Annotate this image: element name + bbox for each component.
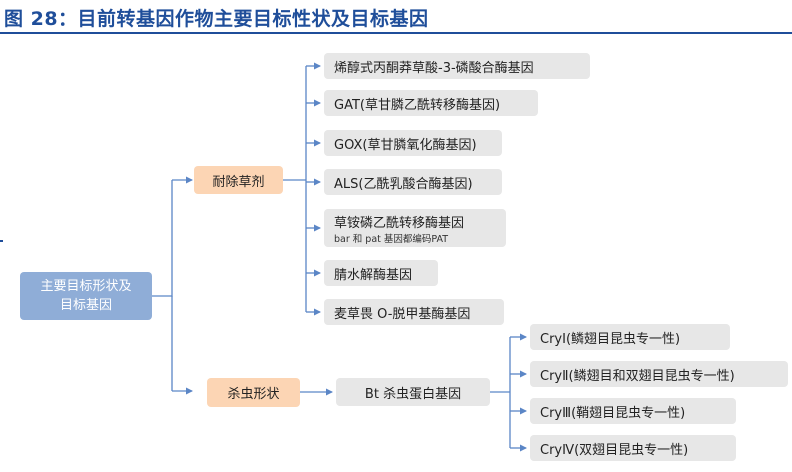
category-insect: 杀虫形状 [207,378,300,407]
figure-title: 图 28：目前转基因作物主要目标性状及目标基因 [4,8,429,30]
root-label-line2: 目标基因 [59,298,112,313]
gene-pat: 草铵磷乙酰转移酶基因 bar 和 pat 基因都编码PAT [324,209,506,247]
root-label-line1: 主要目标形状及 [40,279,132,294]
gene-pat-note: bar 和 pat 基因都编码PAT [334,233,449,245]
gene-cry4: CryⅣ(双翅目昆虫专一性) [530,435,736,461]
gene-gat: GAT(草甘膦乙酰转移酶基因) [324,90,538,116]
gene-dmo: 麦草畏 O-脱甲基酶基因 [324,299,504,325]
title-underline [0,32,792,34]
root-node: 主要目标形状及 目标基因 [20,272,152,320]
margin-tick [0,240,3,242]
gene-bt: Bt 杀虫蛋白基因 [336,378,490,406]
gene-cry2: CryⅡ(鳞翅目和双翅目昆虫专一性) [530,361,788,387]
gene-cry3: CryⅢ(鞘翅目昆虫专一性) [530,398,736,424]
gene-epsps: 烯醇式丙酮莽草酸-3-磷酸合酶基因 [324,53,590,79]
gene-gox: GOX(草甘膦氧化酶基因) [324,130,502,156]
connector-root-trunk [152,180,173,297]
category-herbicide: 耐除草剂 [194,166,283,194]
gene-nitrilase: 腈水解酶基因 [324,260,438,286]
gene-als: ALS(乙酰乳酸合酶基因) [324,169,502,195]
gene-cry1: CryⅠ(鳞翅目昆虫专一性) [530,324,730,350]
gene-pat-label: 草铵磷乙酰转移酶基因 [334,215,465,231]
